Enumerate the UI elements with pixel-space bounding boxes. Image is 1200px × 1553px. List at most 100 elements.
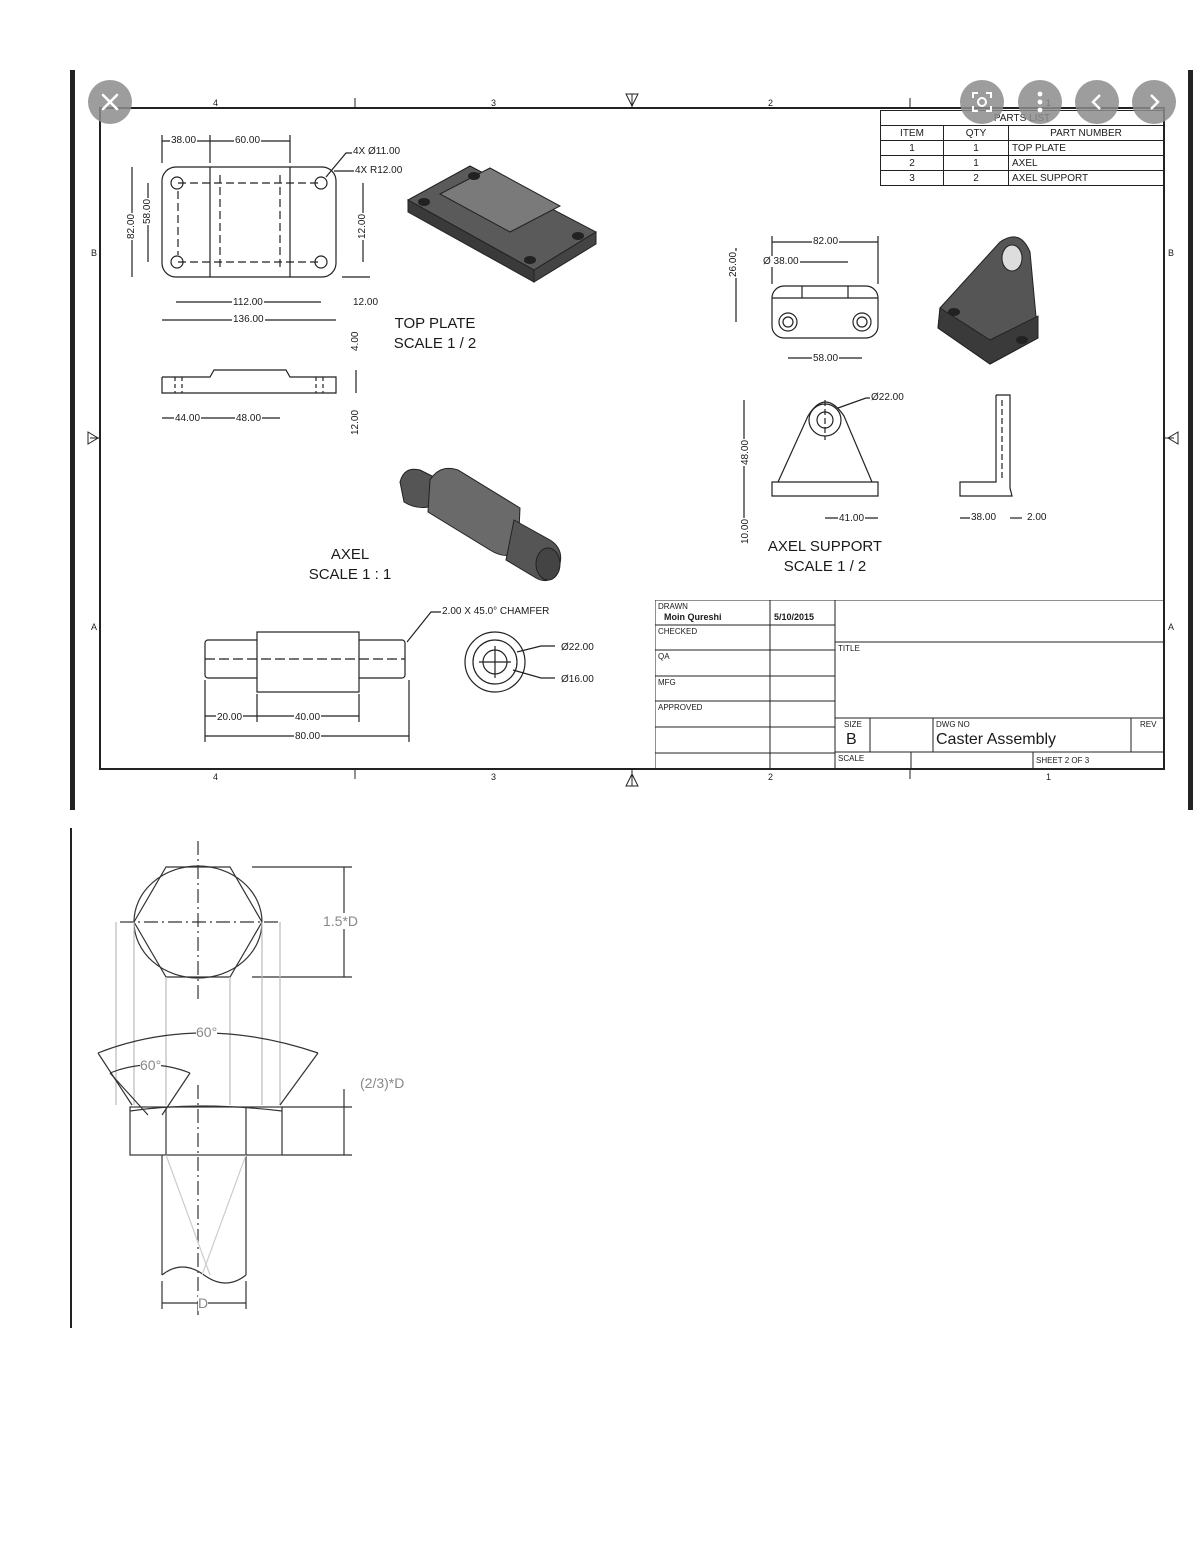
- dim-axel-support-48: 48.00: [740, 438, 751, 466]
- axel-scale: SCALE 1 : 1: [308, 566, 392, 583]
- zone-left-b: B: [91, 248, 98, 258]
- tb-approved-label: APPROVED: [658, 703, 703, 712]
- axel-views: [204, 611, 555, 742]
- parts-list-header-qty: QTY: [943, 125, 1009, 141]
- hex-angle-inner: 60°: [140, 1057, 162, 1073]
- tb-qa-label: QA: [658, 652, 670, 661]
- dim-top-plate-58: 58.00: [142, 197, 153, 225]
- dim-top-plate-44: 44.00: [174, 413, 202, 424]
- dim-axel-support-82: 82.00: [812, 236, 840, 247]
- dim-top-plate-12b: 12.00: [352, 297, 380, 308]
- lens-button[interactable]: [960, 80, 1004, 124]
- zone-right-b: B: [1168, 248, 1175, 258]
- cell-qty: 1: [943, 140, 1009, 156]
- dim-axel-d16: Ø16.00: [560, 674, 595, 685]
- hex-diameter: D: [198, 1295, 209, 1311]
- close-button[interactable]: [88, 80, 132, 124]
- dim-axel-80: 80.00: [294, 731, 322, 742]
- dim-top-plate-12a: 12.00: [357, 212, 368, 240]
- dim-top-plate-38: 38.00: [170, 135, 198, 146]
- cell-part: TOP PLATE: [1008, 140, 1164, 156]
- dim-axel-40: 40.00: [294, 712, 322, 723]
- dim-axel-d22: Ø22.00: [560, 642, 595, 653]
- hex-bolt-drawing: [97, 841, 352, 1315]
- dim-top-plate-136: 136.00: [232, 314, 265, 325]
- top-plate-views: [131, 135, 370, 419]
- next-button[interactable]: [1132, 80, 1176, 124]
- dim-top-plate-radius: 4X R12.00: [354, 165, 404, 176]
- hex-bolt-panel: [70, 828, 452, 1328]
- tb-drawn-name: Moin Qureshi: [664, 612, 722, 622]
- more-icon: [1037, 91, 1043, 113]
- dim-axel-support-2: 2.00: [1026, 512, 1048, 523]
- parts-list-header-part: PART NUMBER: [1008, 125, 1164, 141]
- hex-head-height: (2/3)*D: [360, 1075, 405, 1091]
- hex-angle-outer: 60°: [196, 1024, 218, 1040]
- dim-axel-support-26: 26.00: [728, 250, 739, 278]
- chevron-left-icon: [1091, 94, 1101, 110]
- cell-item: 1: [880, 140, 944, 156]
- zone-top-2: 2: [768, 98, 774, 108]
- cell-part: AXEL: [1008, 155, 1164, 171]
- tb-rev-label: REV: [1140, 720, 1157, 729]
- table-row: 2 1 AXEL: [880, 155, 1164, 171]
- zone-bottom-3: 3: [491, 772, 497, 782]
- hex-width-label: 1.5*D: [323, 913, 359, 929]
- dim-top-plate-60: 60.00: [234, 135, 262, 146]
- tb-mfg-label: MFG: [658, 678, 676, 687]
- axel-support-iso: [937, 236, 1039, 365]
- cell-part: AXEL SUPPORT: [1008, 170, 1164, 186]
- cell-qty: 1: [943, 155, 1009, 171]
- axel-support-title: AXEL SUPPORT SCALE 1 / 2: [760, 537, 890, 577]
- dim-axel-support-d22: Ø22.00: [870, 392, 905, 403]
- axel-support-name: AXEL SUPPORT: [767, 538, 883, 555]
- tb-dwg-value: Caster Assembly: [936, 731, 1057, 748]
- tb-drawn-date: 5/10/2015: [774, 612, 815, 622]
- dim-axel-support-10: 10.00: [740, 517, 751, 545]
- zone-bottom-4: 4: [213, 772, 219, 782]
- tb-size-value: B: [846, 731, 857, 748]
- tb-scale-label: SCALE: [838, 754, 865, 763]
- tb-sheet: SHEET 2 OF 3: [1036, 756, 1090, 765]
- top-plate-name: TOP PLATE: [394, 315, 476, 332]
- dim-axel-support-d38: Ø 38.00: [762, 256, 800, 267]
- dim-top-plate-82: 82.00: [126, 212, 137, 240]
- tb-title-label: TITLE: [838, 644, 860, 653]
- zone-top-3: 3: [491, 98, 497, 108]
- axel-iso: [399, 467, 562, 582]
- title-block: [655, 600, 1165, 770]
- table-row: 3 2 AXEL SUPPORT: [880, 170, 1164, 186]
- zone-bottom-1: 1: [1046, 772, 1052, 782]
- axel-title: AXEL SCALE 1 : 1: [295, 545, 405, 585]
- zone-top-4: 4: [213, 98, 219, 108]
- top-plate-title: TOP PLATE SCALE 1 / 2: [385, 314, 485, 354]
- drawing-sheet: 4 3 2 1 4 3 2 1 B A B A: [70, 70, 1194, 810]
- dim-axel-20: 20.00: [216, 712, 244, 723]
- prev-button[interactable]: [1075, 80, 1119, 124]
- axel-name: AXEL: [330, 546, 370, 563]
- tb-size-label: SIZE: [844, 720, 862, 729]
- dim-top-plate-4: 4.00: [350, 330, 361, 352]
- cell-item: 3: [880, 170, 944, 186]
- dim-axel-support-41: 41.00: [838, 513, 866, 524]
- cell-qty: 2: [943, 170, 1009, 186]
- table-row: 1 1 TOP PLATE: [880, 140, 1164, 156]
- axel-support-views: [735, 236, 1022, 530]
- dim-top-plate-112: 112.00: [232, 297, 264, 308]
- close-icon: [101, 93, 119, 111]
- lens-icon: [972, 92, 992, 112]
- top-plate-iso: [406, 165, 598, 283]
- cell-item: 2: [880, 155, 944, 171]
- zone-left-a: A: [91, 622, 98, 632]
- sheet-frame: [70, 70, 1193, 810]
- more-button[interactable]: [1018, 80, 1062, 124]
- dim-axel-chamfer: 2.00 X 45.0° CHAMFER: [441, 606, 551, 617]
- dim-top-plate-holes: 4X Ø11.00: [352, 146, 402, 157]
- parts-list: PARTS LIST ITEM QTY PART NUMBER 1 1 TOP …: [880, 110, 1164, 186]
- chevron-right-icon: [1150, 94, 1160, 110]
- dim-axel-support-58: 58.00: [812, 353, 840, 364]
- parts-list-header-item: ITEM: [880, 125, 944, 141]
- zone-right-a: A: [1168, 622, 1175, 632]
- dim-top-plate-12c: 12.00: [350, 408, 361, 436]
- tb-drawn-label: DRAWN: [658, 602, 688, 611]
